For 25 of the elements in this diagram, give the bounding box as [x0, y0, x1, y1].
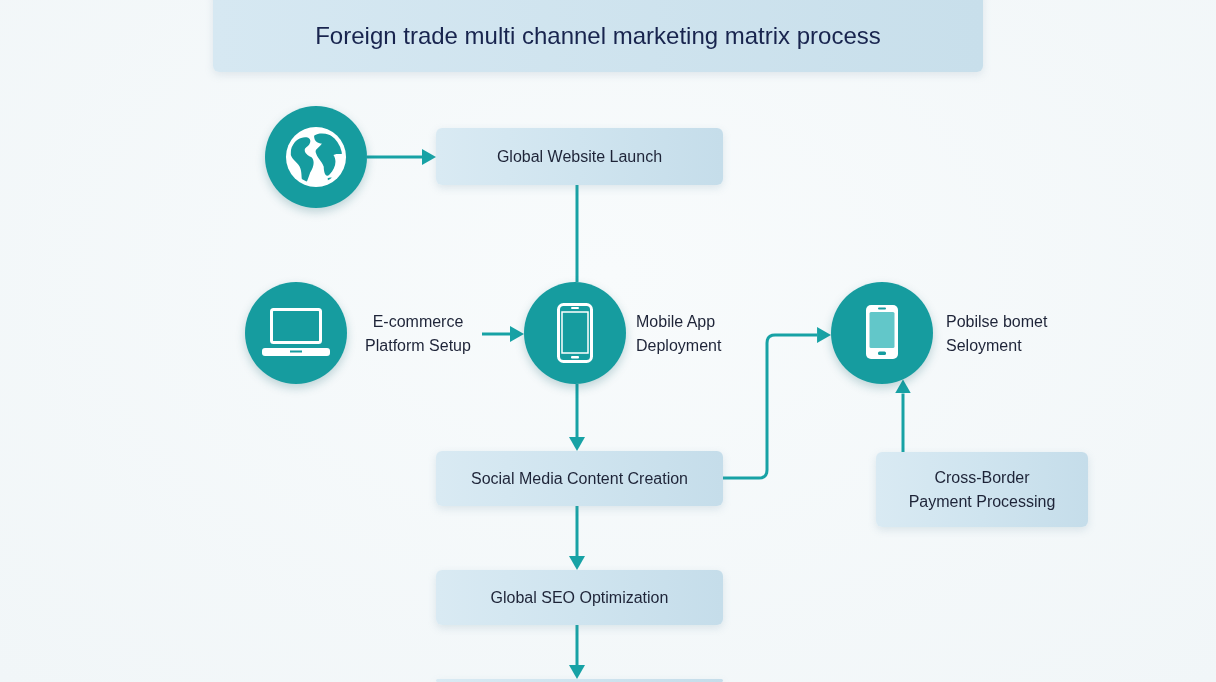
arrow — [569, 506, 585, 570]
node-caption: Pobilse bomet Seloyment — [946, 312, 1049, 356]
process-box — [436, 128, 723, 185]
process-label: Global SEO Optimization — [490, 587, 669, 608]
arrow — [895, 379, 911, 452]
icon-circle — [524, 282, 626, 384]
connector-line — [575, 185, 579, 283]
arrow — [569, 625, 585, 679]
icon-circle — [265, 106, 367, 208]
process-box — [876, 452, 1088, 527]
process-label: Global Website Launch — [496, 146, 663, 167]
arrow — [482, 326, 524, 342]
arrow — [569, 383, 585, 451]
arrow — [367, 149, 436, 165]
process-box — [436, 451, 723, 506]
node-caption: Mobile App Deployment — [636, 312, 723, 356]
process-box — [436, 570, 723, 625]
node-caption: E-commerce Platform Setup — [354, 310, 482, 358]
arrow — [723, 327, 832, 480]
process-label: Cross-Border Payment Processing — [907, 467, 1057, 512]
diagram-title: Foreign trade multi channel marketing matrix process — [315, 22, 881, 50]
icon-circle — [831, 282, 933, 384]
process-label: Social Media Content Creation — [471, 468, 688, 489]
icon-circle — [245, 282, 347, 384]
process-box — [436, 679, 723, 682]
